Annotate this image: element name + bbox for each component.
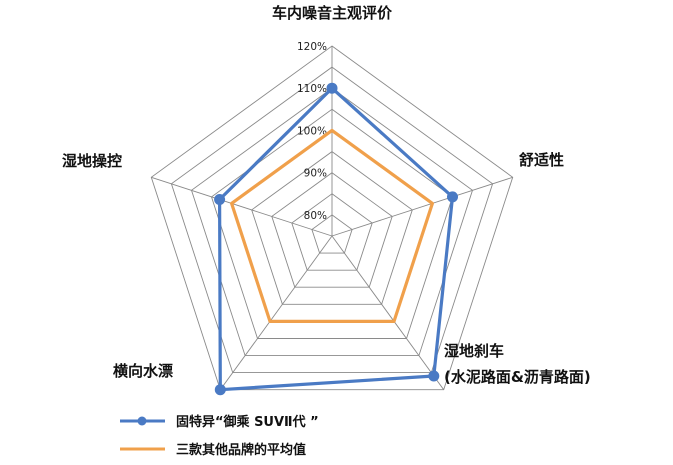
- tick-label: 80%: [304, 210, 327, 222]
- series-line-0: [218, 86, 455, 392]
- legend-label-0: 固特异“御乘 SUVⅡ代 ”: [176, 414, 319, 430]
- grid-ring-5: [210, 108, 454, 339]
- legend-swatch-marker-0: [137, 416, 147, 426]
- legend-label-1: 三款其他品牌的平均值: [176, 442, 306, 458]
- radar-spokes: [151, 46, 513, 390]
- axis-label-3: 横向水漂: [113, 362, 173, 380]
- axis-label-4: 湿地操控: [62, 152, 122, 170]
- grid-ring-0: [311, 214, 353, 254]
- spoke-3: [219, 235, 333, 390]
- axis-label-2-line-0: 湿地刹车: [444, 342, 504, 360]
- tick-label: 120%: [297, 41, 327, 53]
- spoke-2: [331, 235, 445, 390]
- spoke-4: [151, 176, 333, 237]
- spoke-1: [331, 176, 513, 237]
- grid-ring-2: [271, 172, 393, 288]
- radial-tick-labels: 80% 90% 100% 110% 120%: [297, 41, 327, 222]
- grid-ring-1: [291, 193, 373, 271]
- series-point-0-1: [447, 191, 458, 203]
- grid-ring-6: [190, 87, 474, 357]
- axis-label-2-line-1: (水泥路面&沥青路面): [444, 368, 591, 386]
- axis-label-0: 车内噪音主观评价: [272, 4, 393, 22]
- series-point-0-3: [214, 384, 226, 396]
- series-point-0-4: [214, 194, 226, 205]
- series-point-0-2: [428, 370, 440, 382]
- legend: 固特异“御乘 SUVⅡ代 ” 三款其他品牌的平均值: [120, 414, 319, 458]
- radar-series: [214, 82, 458, 396]
- tick-label: 100%: [297, 125, 327, 137]
- grid-ring-7: [170, 66, 494, 374]
- axis-label-1: 舒适性: [519, 151, 564, 169]
- series-point-0-0: [326, 82, 338, 94]
- tick-label: 110%: [297, 83, 327, 95]
- grid-ring-8: [150, 45, 514, 391]
- series-line-1: [230, 128, 434, 323]
- grid-ring-3: [251, 151, 413, 305]
- tick-label: 90%: [304, 168, 327, 180]
